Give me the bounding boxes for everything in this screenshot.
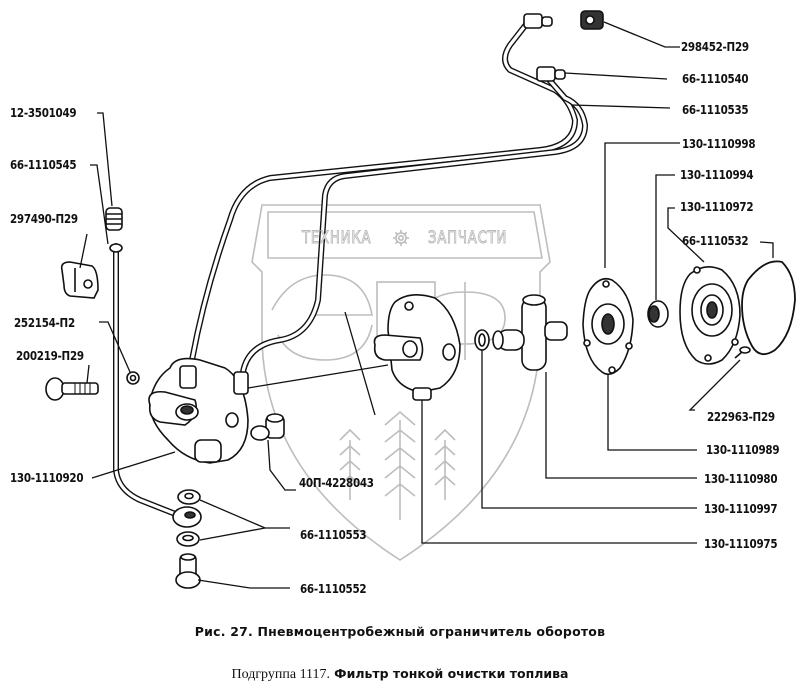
part-label-66-1110532: 66-1110532: [682, 233, 749, 248]
limiter-housing-130-1110920: [148, 357, 249, 464]
elbow-fitting-40P-4228043: [250, 413, 285, 441]
part-label-66-1110540: 66-1110540: [682, 71, 749, 86]
fuel-pipe-main: [189, 19, 579, 363]
part-label-298452-P29: 298452-П29: [681, 39, 749, 54]
nut-252154: [126, 371, 140, 385]
clamp-297490: [60, 261, 99, 299]
union-nut-top: [523, 13, 553, 29]
watermark-shield-outline: [251, 204, 551, 561]
body-130-1110975: [373, 294, 461, 401]
plug-nut-298452: [580, 10, 604, 30]
screw-222963: [734, 346, 751, 359]
part-label-200219-P29: 200219-П29: [16, 348, 84, 363]
part-label-130-1110972: 130-1110972: [680, 199, 754, 214]
part-label-222963-P29: 222963-П29: [707, 409, 775, 424]
watermark-letter-e: [271, 274, 373, 361]
union-nut-66-1110540: [536, 66, 566, 82]
part-label-40P-4228043: 40П-4228043: [299, 475, 374, 490]
part-label-130-1110994: 130-1110994: [680, 167, 754, 182]
ring-66-1110545: [109, 243, 123, 253]
spring-12-3501049: [105, 207, 123, 231]
part-label-66-1110552: 66-1110552: [300, 581, 367, 596]
watermark-shield-inner: [267, 211, 543, 259]
part-label-297490-P29: 297490-П29: [10, 211, 78, 226]
washer-66-1110553-bottom: [176, 531, 200, 547]
watermark-wheat-right: [434, 428, 456, 500]
part-label-252154-P2: 252154-П2: [14, 315, 75, 330]
part-label-130-1110980: 130-1110980: [704, 471, 778, 486]
part-label-130-1110998: 130-1110998: [682, 136, 756, 151]
part-label-130-1110975: 130-1110975: [704, 536, 778, 551]
part-label-66-1110535: 66-1110535: [682, 102, 749, 117]
watermark-right-text: ЗАПЧАСТИ: [428, 228, 508, 249]
housing-130-1110972: [679, 266, 741, 365]
part-label-66-1110553: 66-1110553: [300, 527, 367, 542]
part-label-130-1110997: 130-1110997: [704, 501, 778, 516]
figure-caption: Рис. 27. Пневмоцентробежный ограничитель…: [194, 624, 606, 639]
cover-130-1110989: [582, 277, 634, 376]
part-label-130-1110920: 130-1110920: [10, 470, 84, 485]
watermark-wheat-left: [339, 428, 361, 500]
leader-lines: [79, 21, 774, 589]
bolt-200219: [45, 377, 99, 401]
part-label-130-1110989: 130-1110989: [706, 442, 780, 457]
subgroup-prefix: Подгруппа 1117.: [231, 667, 331, 682]
part-label-12-3501049: 12-3501049: [10, 105, 77, 120]
washer-66-1110553-top: [177, 489, 201, 505]
fuel-pipe-secondary: [240, 72, 589, 375]
banjo-eye: [172, 506, 202, 528]
part-label-66-1110545: 66-1110545: [10, 157, 77, 172]
seal-ring-130-1110997: [474, 329, 490, 351]
gear-icon: [393, 230, 409, 246]
parts: [45, 10, 796, 589]
watermark-left-text: ТЕХНИКА: [302, 228, 372, 249]
watermark-wheat-center: [384, 410, 416, 520]
gasket-66-1110532: [741, 260, 796, 356]
banjo-bolt-66-1110552: [175, 553, 201, 589]
subgroup-title: Фильтр тонкой очистки топлива: [334, 666, 569, 681]
subgroup-caption: Подгруппа 1117. Фильтр тонкой очистки то…: [0, 666, 800, 683]
rotor-130-1110980: [492, 294, 568, 371]
bearing-130-1110994: [647, 300, 669, 328]
